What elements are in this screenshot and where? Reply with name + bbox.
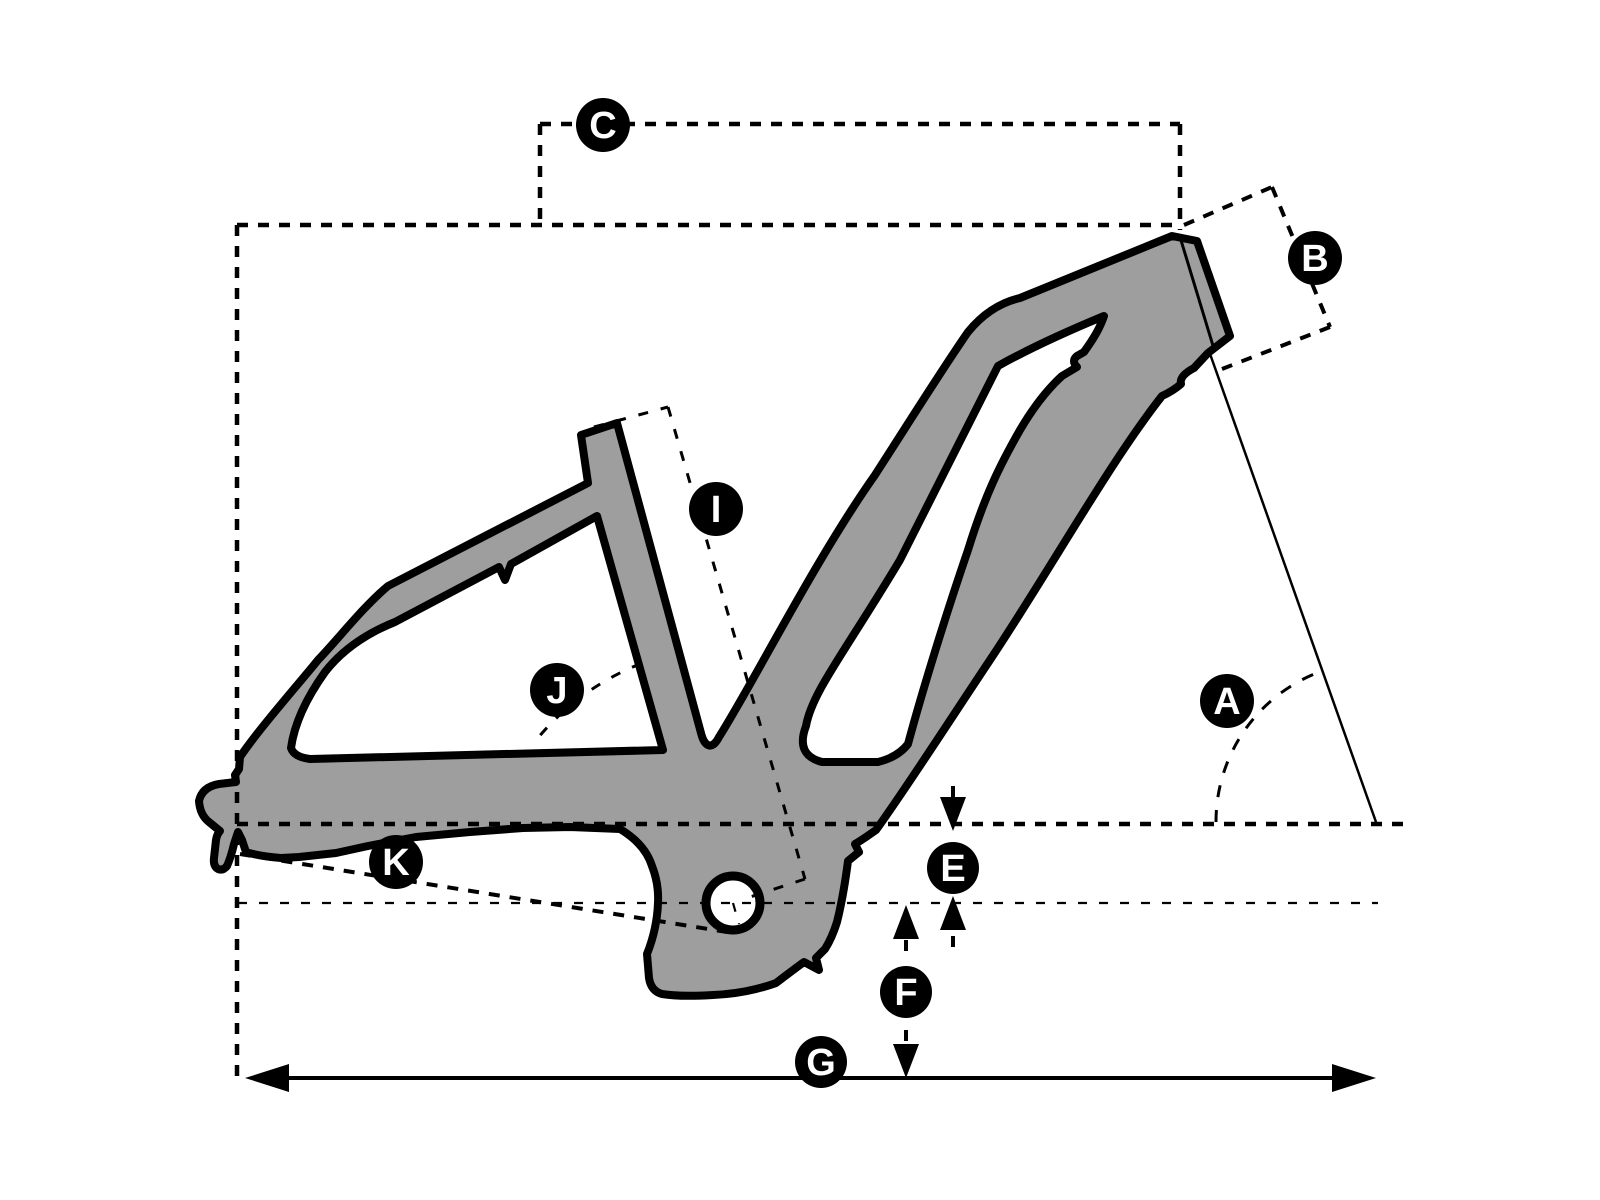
svg-text:J: J: [546, 670, 567, 712]
svg-text:F: F: [894, 972, 917, 1014]
svg-text:C: C: [589, 105, 616, 147]
svg-text:G: G: [806, 1042, 836, 1084]
svg-text:E: E: [940, 848, 965, 890]
svg-text:A: A: [1213, 681, 1240, 723]
svg-text:I: I: [711, 489, 722, 531]
svg-text:B: B: [1301, 238, 1328, 280]
svg-text:K: K: [382, 842, 410, 884]
